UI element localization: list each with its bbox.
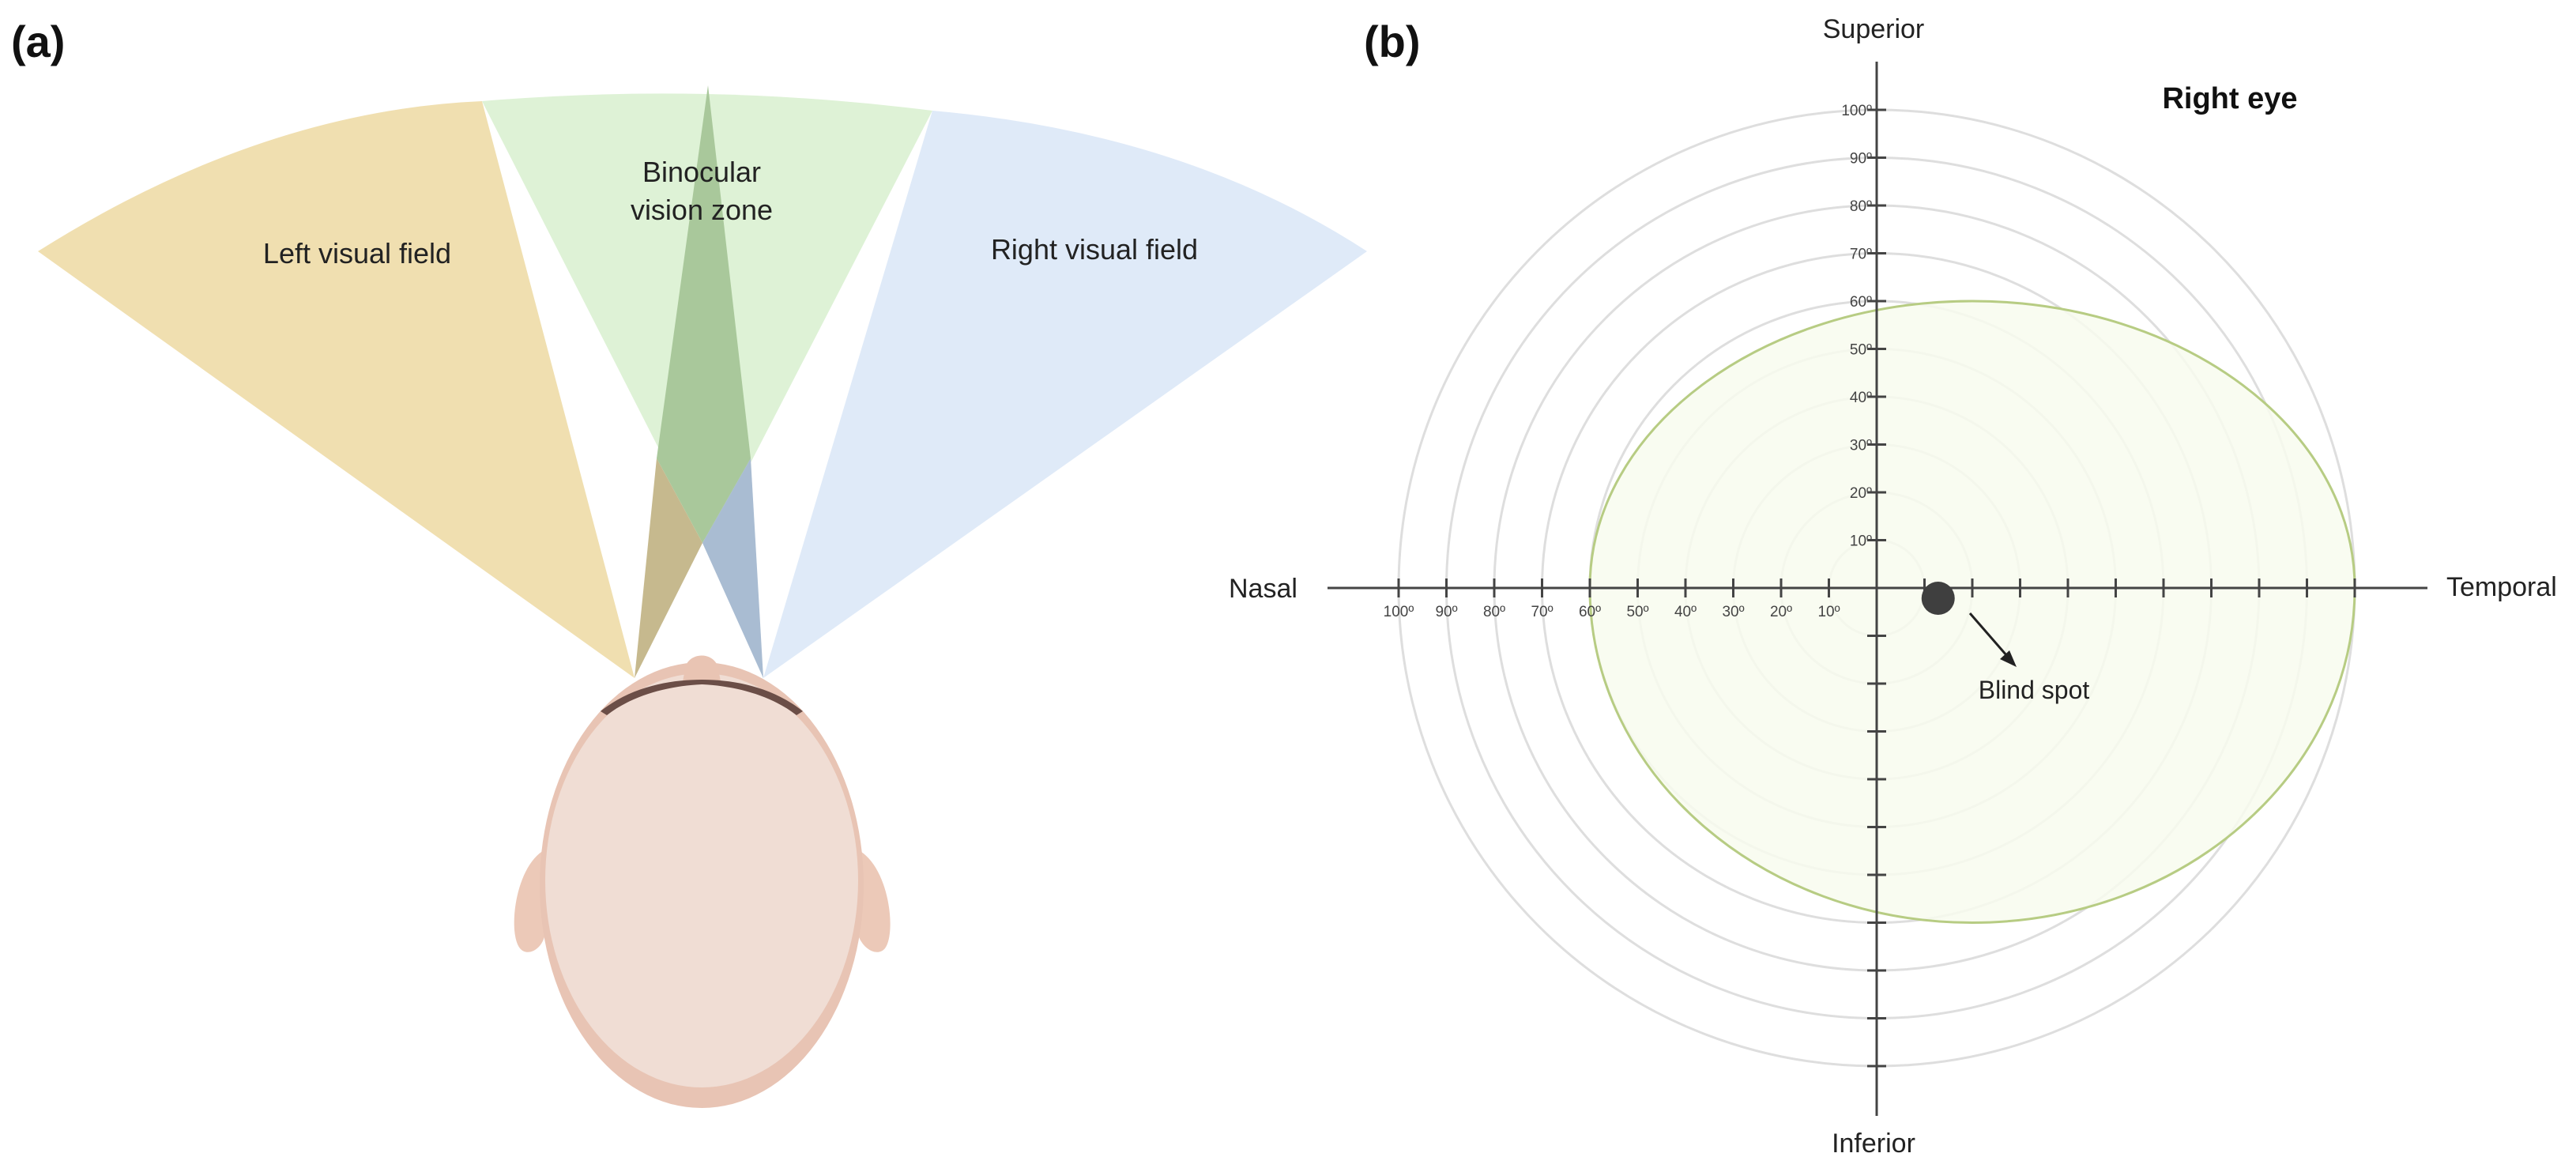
horizontal-degree-labels: 10º 20º 30º 40º 50º 60º 70º 80º 90º 100º (1384, 604, 1840, 620)
head-skin (545, 673, 858, 1087)
inferior-label: Inferior (1832, 1129, 1915, 1159)
horizontal-degree-label: 50º (1626, 604, 1648, 620)
horizontal-degree-label: 100º (1384, 604, 1414, 620)
vertical-degree-label: 10º (1850, 533, 1872, 550)
vertical-degree-label: 70º (1850, 247, 1872, 263)
horizontal-degree-label: 10º (1817, 604, 1840, 620)
blind-spot-pointer (1968, 612, 2009, 657)
left-field-overlap-wedge (635, 458, 702, 678)
blind-spot-label: Blind spot (1979, 676, 2090, 704)
left-visual-field-label: Left visual field (263, 237, 451, 269)
binocular-zone-label-line2: vision zone (631, 194, 773, 226)
binocular-zone-label-line1: Binocular (642, 156, 761, 188)
vertical-degree-label: 50º (1850, 342, 1872, 359)
horizontal-degree-label: 40º (1674, 604, 1697, 620)
horizontal-degree-label: 80º (1483, 604, 1505, 620)
head-top-view-illustration (514, 655, 891, 1108)
temporal-label: Temporal (2446, 572, 2557, 602)
vertical-degree-label: 20º (1850, 485, 1872, 502)
vertical-degree-label: 90º (1850, 151, 1872, 168)
right-eye-title: Right eye (2162, 82, 2297, 115)
nasal-label: Nasal (1229, 574, 1297, 604)
hairline-right (702, 680, 803, 715)
vertical-degree-label: 60º (1850, 294, 1872, 311)
vertical-degree-label: 80º (1850, 198, 1872, 215)
right-field-overlap-wedge (702, 458, 763, 678)
left-visual-field-region (38, 101, 635, 678)
vertical-degree-label: 100º (1841, 103, 1872, 119)
panel-a: (a) Left visual field Binocular vision z… (11, 17, 1367, 1108)
panel-b: (b) Right eye 10º 20º 30º 40º 50º 60º 70º 80º 90… (1229, 14, 2557, 1159)
vertical-degree-label: 30º (1850, 438, 1872, 454)
nose (683, 655, 721, 681)
horizontal-degree-label: 20º (1770, 604, 1792, 620)
horizontal-degree-label: 70º (1531, 604, 1553, 620)
panel-b-letter: (b) (1364, 17, 1421, 66)
vertical-degree-label: 40º (1850, 390, 1872, 406)
horizontal-degree-label: 30º (1722, 604, 1744, 620)
horizontal-degree-label: 90º (1435, 604, 1457, 620)
visual-field-boundary (1588, 300, 2356, 925)
hairline-left (601, 680, 702, 715)
superior-label: Superior (1823, 14, 1925, 44)
panel-a-letter: (a) (11, 17, 65, 66)
horizontal-degree-label: 60º (1579, 604, 1601, 620)
blind-spot-marker (1921, 582, 1955, 615)
right-visual-field-region (763, 111, 1367, 678)
right-ear (857, 850, 891, 952)
binocular-overlap-center (657, 85, 751, 543)
right-visual-field-label: Right visual field (991, 233, 1198, 266)
left-ear (514, 850, 545, 952)
vertical-degree-labels: 10º 20º 30º 40º 50º 60º 70º 80º 90º 100º (1841, 103, 1872, 550)
blind-spot-arrowhead (2000, 650, 2017, 667)
